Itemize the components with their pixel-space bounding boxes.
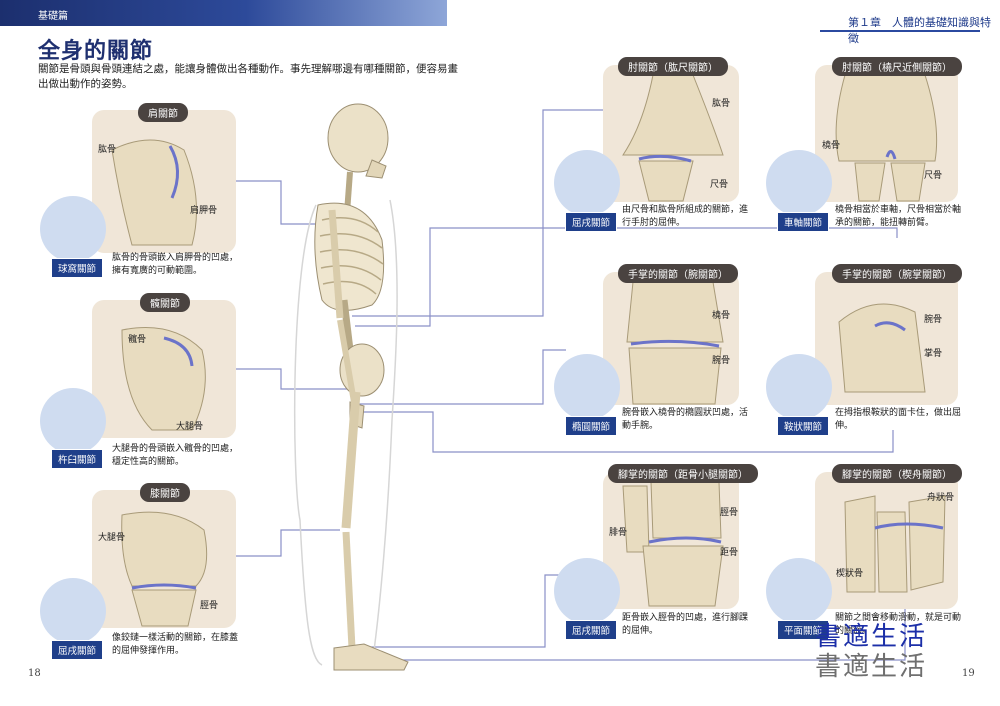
wrist2-caption: 在拇指根鞍狀的面卡住，做出屈伸。	[835, 408, 962, 431]
shoulder-caption: 肱骨的骨頭嵌入肩胛骨的凹處，擁有寬廣的可動範圍。	[112, 253, 239, 276]
wrist1-bone-illustration	[626, 281, 724, 405]
elbow2-panel	[815, 65, 958, 202]
knee-label-1: 大腿骨	[98, 533, 126, 543]
wrist1-label-1: 橈骨	[712, 311, 731, 321]
shoulder-title: 肩關節	[138, 103, 188, 122]
shoulder-panel	[92, 110, 236, 253]
chapter-underline	[820, 30, 980, 32]
shoulder-label-2: 肩胛骨	[190, 206, 218, 216]
ankle1-title: 腳掌的關節（距骨小腿關節）	[608, 464, 758, 483]
hinge-joint-icon-knee	[40, 578, 106, 644]
hip-label-2: 大腿骨	[176, 422, 204, 432]
ankle1-joint-type: 屈戌關節	[565, 620, 618, 640]
ankle2-bone-illustration	[844, 495, 946, 593]
ankle2-label-2: 楔狀骨	[836, 569, 864, 579]
page-title: 全身的關節	[38, 39, 154, 64]
wrist1-label-2: 腕骨	[712, 356, 731, 366]
hip-joint-type: 杵臼關節	[51, 449, 104, 469]
chapter-title: 第１章 人體的基礎知識與特徵	[848, 16, 991, 45]
watermark-blue: 書適生活	[815, 622, 928, 652]
ankle1-bone-illustration	[622, 481, 724, 607]
ankle2-joint-type: 平面關節	[777, 620, 830, 640]
ankle1-panel	[603, 472, 739, 609]
elbow2-bone-illustration	[835, 74, 938, 202]
ankle1-label-1: 腓骨	[609, 528, 628, 538]
page-number-right: 19	[962, 668, 975, 679]
elbow1-bone-illustration	[622, 74, 724, 202]
ankle1-label-3: 距骨	[720, 548, 739, 558]
ball-socket-joint-icon-hip	[40, 388, 106, 454]
wrist2-title: 手掌的關節（腕掌關節）	[832, 264, 962, 283]
pivot-joint-icon	[766, 150, 832, 216]
hip-bone-illustration	[121, 327, 206, 431]
elbow2-label-2: 尺骨	[924, 171, 943, 181]
hip-title: 髖關節	[140, 293, 190, 312]
knee-caption: 像鉸鏈一樣活動的關節，在膝蓋的屈伸發揮作用。	[112, 633, 239, 656]
hip-panel	[92, 300, 236, 438]
hip-label-1: 髖骨	[128, 335, 147, 345]
knee-panel	[92, 490, 236, 628]
skeleton-figure	[293, 103, 409, 671]
wrist2-bone-illustration	[838, 303, 926, 393]
connector-lines	[236, 109, 906, 661]
plane-joint-icon	[766, 558, 832, 624]
wrist2-panel	[815, 272, 958, 405]
elbow1-title: 肘關節（肱尺關節）	[618, 57, 728, 76]
ball-socket-joint-icon	[40, 196, 106, 262]
wrist2-joint-type: 鞍狀關節	[777, 416, 830, 436]
section-tag: 基礎篇	[38, 11, 68, 22]
ellipsoid-joint-icon	[554, 354, 620, 420]
wrist2-label-1: 腕骨	[924, 315, 943, 325]
elbow2-title: 肘關節（橈尺近側關節）	[832, 57, 962, 76]
wrist1-caption: 腕骨嵌入橈骨的橢圓狀凹處，活動手腕。	[622, 408, 749, 431]
hinge-joint-icon-elbow	[554, 150, 620, 216]
ankle1-label-2: 脛骨	[720, 508, 739, 518]
knee-title: 膝關節	[140, 483, 190, 502]
elbow1-panel	[603, 65, 739, 202]
ankle2-title: 腳掌的關節（楔舟關節）	[832, 464, 962, 483]
elbow1-label-1: 肱骨	[712, 99, 731, 109]
wrist1-panel	[603, 272, 739, 405]
page-number-left: 18	[28, 668, 41, 679]
intro-text: 關節是骨頭與骨頭連結之處，能讓身體做出各種動作。事先理解哪邊有哪種關節，便容易畫…	[38, 63, 458, 90]
shoulder-bone-illustration	[111, 139, 197, 246]
watermark-gray: 書適生活	[815, 652, 928, 682]
elbow2-joint-type: 車軸關節	[777, 212, 830, 232]
hinge-joint-icon-ankle	[554, 558, 620, 624]
elbow1-label-2: 尺骨	[710, 180, 729, 190]
section-banner: 基礎篇	[0, 0, 447, 26]
wrist1-joint-type: 橢圓關節	[565, 416, 618, 436]
ankle1-caption: 距骨嵌入脛骨的凹處，進行腳踝的屈伸。	[622, 613, 749, 636]
elbow2-label-1: 橈骨	[822, 141, 841, 151]
shoulder-label-1: 肱骨	[98, 145, 117, 155]
elbow1-joint-type: 屈戌關節	[565, 212, 618, 232]
ankle2-panel	[815, 472, 958, 609]
ankle2-label-1: 舟狀骨	[927, 493, 955, 503]
wrist1-title: 手掌的關節（腕關節）	[618, 264, 738, 283]
knee-label-2: 脛骨	[200, 601, 219, 611]
knee-joint-type: 屈戌關節	[51, 640, 104, 660]
ankle2-caption: 關節之間會移動滑動，就是可動的關節。	[835, 613, 962, 636]
saddle-joint-icon	[766, 354, 832, 420]
shoulder-joint-type: 球窩關節	[51, 258, 104, 278]
knee-bone-illustration	[121, 511, 208, 627]
wrist2-label-2: 掌骨	[924, 349, 943, 359]
hip-caption: 大腿骨的骨頭嵌入髖骨的凹處，穩定性高的關節。	[112, 444, 239, 467]
elbow1-caption: 由尺骨和肱骨所組成的關節，進行手肘的屈伸。	[622, 205, 749, 228]
elbow2-caption: 橈骨相當於車軸，尺骨相當於軸承的關節，能扭轉前臂。	[835, 205, 962, 228]
